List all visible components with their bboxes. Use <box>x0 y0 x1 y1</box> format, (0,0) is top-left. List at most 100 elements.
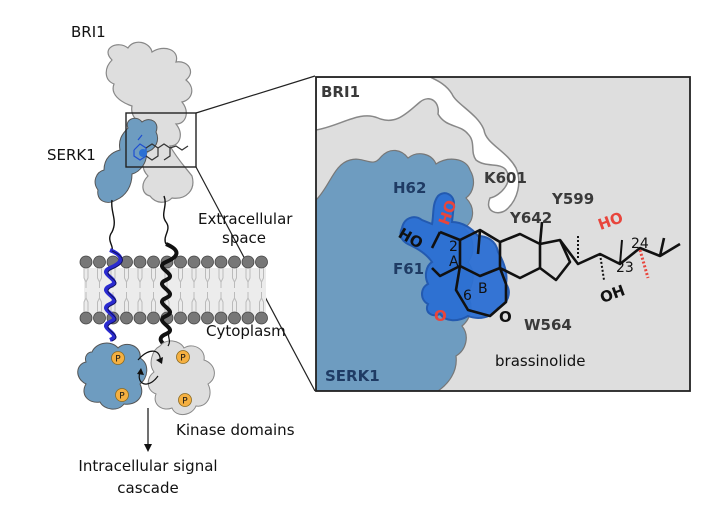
phosphate-badges: P P P P <box>111 350 192 407</box>
lactone-carbonyl-oxygen: O <box>434 307 447 325</box>
kinase-domains-label: Kinase domains <box>176 421 295 439</box>
lipid-head <box>187 255 201 269</box>
lipid-head <box>201 255 214 269</box>
atom-number-23: 23 <box>616 260 634 276</box>
extracellular-label-line2: space <box>222 229 266 247</box>
residue-y599: Y599 <box>551 190 594 208</box>
lipid-tail <box>205 292 210 312</box>
residue-w564: W564 <box>524 316 572 334</box>
lipid-head <box>214 255 228 269</box>
ring-label-a: A <box>449 254 459 270</box>
residue-y642: Y642 <box>509 209 552 227</box>
lipid-head <box>120 311 133 325</box>
lipid-tail <box>97 292 102 312</box>
lipid-tail <box>191 268 197 288</box>
bri1-stalk <box>163 195 169 245</box>
lipid-head <box>79 255 93 269</box>
phosphate-badge-label: P <box>182 397 188 407</box>
brassinolide-label: brassinolide <box>495 352 585 370</box>
lipid-head <box>214 311 228 325</box>
lipid-tail <box>178 268 183 288</box>
lactone-ring-oxygen: O <box>499 308 512 326</box>
ring-label-b: B <box>478 281 488 297</box>
serk1-stalk <box>109 199 115 251</box>
atom-number-6: 6 <box>463 288 472 304</box>
phospho-arrow-2 <box>138 371 159 385</box>
extracellular-label: Extracellular <box>198 210 293 228</box>
lipid-head <box>147 255 160 269</box>
lipid-tail <box>137 268 143 288</box>
phospho-arrowhead-1 <box>156 357 163 364</box>
lipid-head <box>241 255 255 269</box>
lipid-tail <box>191 292 197 312</box>
lipid-tail <box>178 292 183 312</box>
lipid-tail <box>232 292 237 312</box>
solvent-pocket <box>316 77 520 214</box>
phosphate-badge-label: P <box>119 392 125 402</box>
lipid-tail <box>245 292 251 312</box>
signal-cascade-label: Intracellular signal <box>78 457 217 475</box>
atom-number-2: 2 <box>449 239 458 255</box>
lipid-tail <box>218 292 224 312</box>
signal-cascade-label-line2: cascade <box>117 479 178 497</box>
methyl-24-hashed <box>638 249 650 279</box>
phosphate-badge: P <box>178 393 192 407</box>
phospho-arrowhead-2 <box>137 368 144 375</box>
lipid-head <box>93 311 106 325</box>
lipid-head <box>133 255 147 269</box>
lipid-tail <box>232 268 237 288</box>
serk1-kinase-domain <box>77 342 148 410</box>
lipid-head <box>174 255 187 269</box>
zoom-serk1-label: SERK1 <box>325 367 380 385</box>
lipid-tail <box>83 292 89 312</box>
zoom-connector-top <box>195 75 316 114</box>
lipid-head <box>147 311 160 325</box>
cytoplasm-label: Cytoplasm <box>206 322 286 340</box>
zoom-source-box <box>125 112 197 168</box>
lipid-tail <box>124 268 129 288</box>
lipid-tail <box>259 292 264 312</box>
lipid-tail <box>151 292 156 312</box>
serk1-tm-helix <box>104 248 123 342</box>
lipid-head <box>228 255 241 269</box>
residue-h62: H62 <box>393 179 426 197</box>
phosphate-badge: P <box>111 351 125 365</box>
lipid-head <box>187 311 201 325</box>
atom-number-24: 24 <box>631 236 649 252</box>
lipid-tail <box>245 268 251 288</box>
residue-k601: K601 <box>484 169 527 187</box>
phosphate-badge-label: P <box>180 354 186 364</box>
signal-arrowhead <box>144 444 152 452</box>
stereo-bonds <box>577 236 623 281</box>
lipid-tail <box>205 268 210 288</box>
lipid-bilayer <box>79 255 268 325</box>
mini-ligand <box>133 134 189 161</box>
lipid-head <box>174 311 187 325</box>
lipid-head <box>228 311 241 325</box>
lipid-head <box>93 255 106 269</box>
bri1-label: BRI1 <box>71 23 106 41</box>
bri1-kinase-domain <box>147 340 215 415</box>
lipid-head <box>241 311 255 325</box>
phosphate-badge: P <box>115 388 129 402</box>
lipid-tail <box>97 268 102 288</box>
serk1-tm-helix-shadow <box>107 250 123 342</box>
lipid-head <box>201 311 214 325</box>
lipid-head <box>255 311 268 325</box>
lipid-tail <box>124 292 129 312</box>
lipid-tail <box>137 292 143 312</box>
lipid-tail <box>218 268 224 288</box>
zoom-panel-frame <box>315 76 691 392</box>
phosphate-badge: P <box>176 350 190 364</box>
phosphate-badge-label: P <box>115 355 121 365</box>
lipid-tail <box>83 268 89 288</box>
zoom-bri1-label: BRI1 <box>321 83 360 101</box>
lipid-tail <box>151 268 156 288</box>
lipid-tail <box>259 268 264 288</box>
lipid-head <box>255 255 268 269</box>
serk1-label: SERK1 <box>47 146 96 164</box>
residue-f61: F61 <box>393 260 424 278</box>
lipid-head <box>79 311 93 325</box>
